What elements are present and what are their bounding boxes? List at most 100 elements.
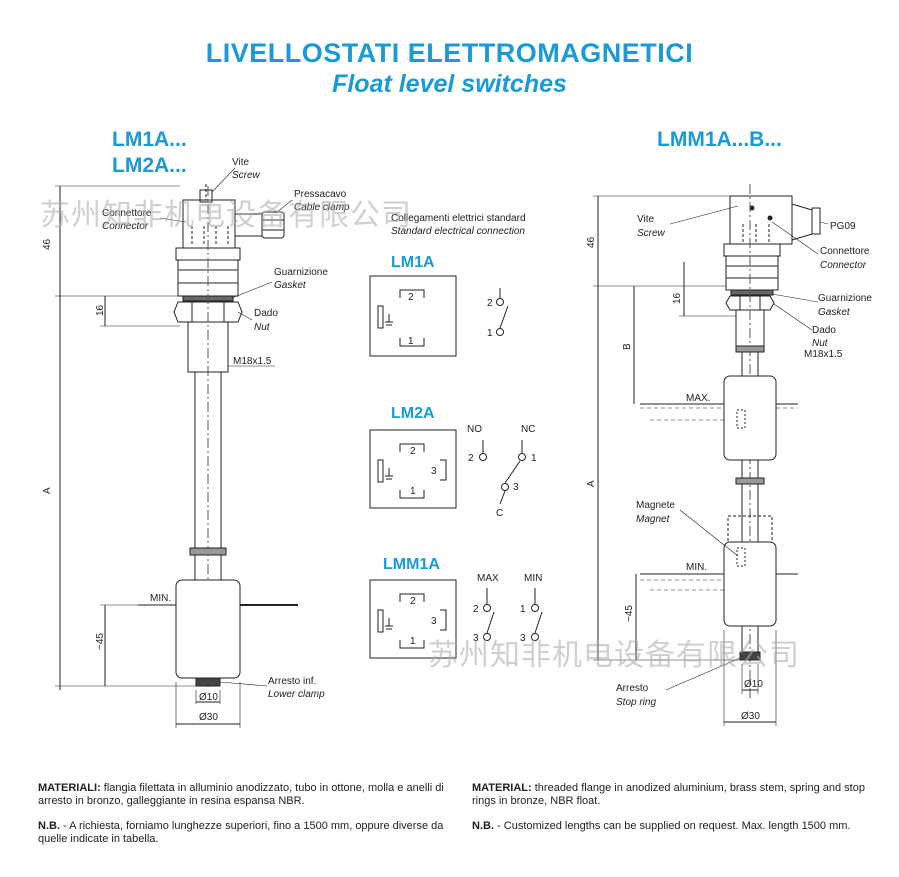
lm2a-pin-3: 3	[431, 466, 437, 477]
lm2a-switch-symbol	[479, 440, 526, 505]
lm1a-connector-face	[369, 275, 457, 357]
lmm1a-connector-face	[369, 579, 457, 659]
left-thread	[187, 321, 229, 373]
lmm1a-sw-3b: 3	[520, 633, 526, 644]
right-float-min	[723, 541, 777, 627]
footer-en-nb-text: - Customized lengths can be supplied on …	[494, 820, 851, 832]
footer-en-nb: N.B. - Customized lengths can be supplie…	[472, 820, 882, 833]
lm1a-switch-symbol	[496, 288, 509, 336]
lmm1a-max: MAX	[477, 573, 499, 584]
model-lmm1a-b: LMM1A...B...	[657, 128, 782, 151]
right-label-arresto: Arresto	[616, 683, 649, 694]
right-label-screw: Screw	[637, 228, 666, 239]
right-nut	[725, 295, 775, 311]
left-cable-clamp	[261, 211, 285, 239]
right-dia-10: Ø10	[744, 679, 763, 690]
footer-en-material-text: threaded flange in anodized aluminium, b…	[472, 782, 865, 807]
lmm1a-pin-1: 1	[410, 636, 416, 647]
model-lm2a: LM2A...	[112, 154, 187, 177]
left-label-dado: Dado	[254, 308, 278, 319]
left-label-connettore: Connettore	[102, 208, 152, 219]
page-subtitle: Float level switches	[332, 70, 567, 98]
right-lower-stop	[739, 651, 761, 661]
right-cable-gland	[791, 203, 813, 241]
left-dim-45: ~45	[95, 633, 106, 650]
right-label-connettore: Connettore	[820, 246, 870, 257]
left-float-switch	[55, 167, 298, 728]
footer-it-materials: MATERIALI: flangia filettata in allumini…	[38, 782, 448, 808]
footer-it-materials-label: MATERIALI:	[38, 782, 101, 794]
left-dim-a: A	[42, 487, 53, 494]
left-label-screw: Screw	[232, 170, 261, 181]
right-label-min: MIN.	[686, 562, 707, 573]
footer-it-nb-label: N.B.	[38, 820, 60, 832]
lmm1a-pin-2: 2	[410, 596, 416, 607]
wiring-heading-en: Standard electrical connection	[391, 226, 525, 237]
watermark-right: 苏州知非机电设备有限公司	[428, 638, 800, 673]
watermark-left: 苏州知非机电设备有限公司	[40, 198, 412, 233]
wiring-lm1a-title: LM1A	[391, 254, 435, 271]
left-label-vite: Vite	[232, 157, 249, 168]
right-magnet-zone	[727, 515, 773, 543]
lmm1a-min: MIN	[524, 573, 542, 584]
right-label-stop-ring: Stop ring	[616, 697, 656, 708]
right-flange-top	[723, 243, 781, 257]
left-label-min: MIN.	[150, 593, 171, 604]
right-pg09	[811, 207, 821, 235]
right-dim-b: B	[622, 343, 633, 350]
right-label-dado: Dado	[812, 325, 836, 336]
wiring-heading: Collegamenti elettrici standard	[391, 213, 526, 224]
left-label-thread: M18x1.5	[233, 356, 272, 367]
right-label-magnet: Magnet	[636, 514, 671, 525]
right-label-connector: Connector	[820, 260, 867, 271]
right-stop-ring-upper	[735, 345, 765, 353]
left-nut	[173, 301, 243, 323]
lm2a-sw-1: 1	[531, 453, 537, 464]
right-dim-45: ~45	[624, 605, 635, 622]
page-title: LIVELLOSTATI ELETTROMAGNETICI	[205, 38, 694, 68]
footer-en-nb-label: N.B.	[472, 820, 494, 832]
lm2a-sw-2: 2	[468, 453, 474, 464]
footer-it-nb: N.B. - A richiesta, forniamo lunghezze s…	[38, 820, 448, 846]
left-float	[175, 579, 241, 679]
right-float-switch	[593, 184, 829, 726]
footer-it-nb-text: - A richiesta, forniamo lunghezze superi…	[38, 820, 444, 845]
right-connector	[729, 195, 793, 245]
wiring-lm2a-title: LM2A	[391, 405, 435, 422]
right-label-guarnizione: Guarnizione	[818, 293, 872, 304]
right-dim-16: 16	[672, 292, 683, 304]
left-dia-10: Ø10	[199, 692, 218, 703]
lmm1a-sw-3a: 3	[473, 633, 479, 644]
right-label-magnete: Magnete	[636, 500, 675, 511]
lm1a-pin-1: 1	[408, 336, 414, 347]
left-label-arresto: Arresto inf.	[268, 676, 316, 687]
lmm1a-pin-3: 3	[431, 616, 437, 627]
right-label-thread: M18x1.5	[804, 349, 843, 360]
right-dim-a: A	[586, 480, 597, 487]
left-stop-ring	[189, 547, 227, 556]
left-dim-16: 16	[95, 304, 106, 316]
footer-en-material: MATERIAL: threaded flange in anodized al…	[472, 782, 882, 808]
lmm1a-switch-symbol	[483, 588, 543, 641]
right-dia-30: Ø30	[741, 711, 760, 722]
lmm1a-sw-1: 1	[520, 604, 526, 615]
left-lower-clamp	[195, 677, 221, 687]
right-label-vite: Vite	[637, 214, 654, 225]
lm2a-pin-1: 1	[410, 486, 416, 497]
left-connector	[182, 199, 236, 249]
footer-en-material-label: MATERIAL:	[472, 782, 532, 794]
left-label-guarnizione: Guarnizione	[274, 267, 328, 278]
right-gasket	[730, 289, 774, 296]
lm2a-c: C	[496, 508, 503, 519]
lm1a-pin-2: 2	[408, 292, 414, 303]
right-label-pg09: PG09	[830, 221, 856, 232]
model-lm1a: LM1A...	[112, 128, 187, 151]
wiring-lmm1a-title: LMM1A	[383, 556, 440, 573]
right-label-nut: Nut	[812, 338, 829, 349]
right-stop-ring-mid	[735, 477, 765, 485]
lm2a-sw-3: 3	[513, 482, 519, 493]
lm2a-no: NO	[467, 424, 482, 435]
lm2a-connector-face	[369, 429, 457, 509]
right-label-max: MAX.	[686, 393, 710, 404]
